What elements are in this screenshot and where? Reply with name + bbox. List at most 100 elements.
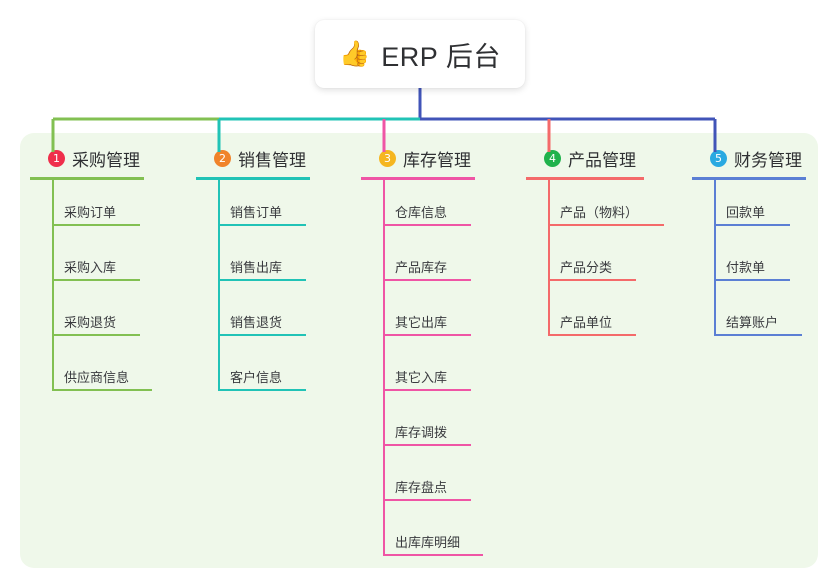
list-item[interactable]: 采购订单 <box>30 180 180 235</box>
list-item-label: 产品分类 <box>560 260 613 275</box>
list-item-label: 产品（物料） <box>560 205 639 220</box>
root-node[interactable]: 👍 ERP 后台 <box>315 20 525 88</box>
list-item-rule <box>383 499 471 501</box>
list-item-label: 出库库明细 <box>395 535 461 550</box>
list-item-rule <box>383 224 471 226</box>
column-items: 销售订单销售出库销售退货客户信息 <box>196 180 346 400</box>
list-item[interactable]: 产品库存 <box>361 235 511 290</box>
thumbs-up-icon: 👍 <box>339 39 371 68</box>
list-item-label: 其它入库 <box>395 370 448 385</box>
list-item-label: 客户信息 <box>230 370 283 385</box>
list-item-rule <box>548 334 636 336</box>
column-header-2[interactable]: 2 销售管理 <box>196 146 346 170</box>
list-item[interactable]: 出库库明细 <box>361 510 511 565</box>
list-item[interactable]: 库存调拨 <box>361 400 511 455</box>
column-2: 2 销售管理销售订单销售出库销售退货客户信息 <box>196 146 346 400</box>
list-item[interactable]: 产品（物料） <box>526 180 686 235</box>
column-title: 销售管理 <box>238 150 306 170</box>
column-spine <box>52 180 54 391</box>
column-badge-icon: 1 <box>48 149 65 167</box>
list-item-label: 库存盘点 <box>395 480 448 495</box>
column-rule <box>692 177 806 180</box>
diagram-panel <box>20 133 818 568</box>
list-item-rule <box>383 444 471 446</box>
list-item[interactable]: 采购入库 <box>30 235 180 290</box>
list-item-label: 采购订单 <box>64 205 117 220</box>
list-item[interactable]: 客户信息 <box>196 345 346 400</box>
list-item[interactable]: 回款单 <box>692 180 839 235</box>
list-item-rule <box>52 224 140 226</box>
list-item[interactable]: 其它入库 <box>361 345 511 400</box>
list-item-rule <box>383 334 471 336</box>
list-item-label: 仓库信息 <box>395 205 448 220</box>
list-item-label: 回款单 <box>726 205 766 220</box>
column-header-1[interactable]: 1 采购管理 <box>30 146 180 170</box>
list-item-rule <box>714 334 802 336</box>
column-4: 4 产品管理产品（物料） 产品分类产品单位 <box>526 146 686 345</box>
list-item-rule <box>714 279 790 281</box>
list-item-label: 结算账户 <box>726 315 779 330</box>
list-item[interactable]: 库存盘点 <box>361 455 511 510</box>
column-title: 产品管理 <box>568 150 636 170</box>
list-item-label: 付款单 <box>726 260 766 275</box>
list-item-label: 销售订单 <box>230 205 283 220</box>
list-item-rule <box>218 334 306 336</box>
column-items: 产品（物料） 产品分类产品单位 <box>526 180 686 345</box>
list-item[interactable]: 结算账户 <box>692 290 839 345</box>
list-item[interactable]: 付款单 <box>692 235 839 290</box>
list-item-label: 其它出库 <box>395 315 448 330</box>
list-item[interactable]: 采购退货 <box>30 290 180 345</box>
list-item-label: 销售退货 <box>230 315 283 330</box>
list-item-label: 采购退货 <box>64 315 117 330</box>
column-title: 财务管理 <box>734 150 802 170</box>
list-item[interactable]: 销售退货 <box>196 290 346 345</box>
column-rule <box>196 177 310 180</box>
column-items: 仓库信息产品库存其它出库其它入库库存调拨库存盘点出库库明细 <box>361 180 511 565</box>
column-spine <box>548 180 550 336</box>
list-item-label: 库存调拨 <box>395 425 448 440</box>
list-item-rule <box>714 224 790 226</box>
list-item-rule <box>52 389 152 391</box>
list-item-rule <box>383 389 471 391</box>
list-item[interactable]: 销售出库 <box>196 235 346 290</box>
list-item[interactable]: 销售订单 <box>196 180 346 235</box>
column-rule <box>30 177 144 180</box>
column-header-4[interactable]: 4 产品管理 <box>526 146 686 170</box>
list-item-label: 采购入库 <box>64 260 117 275</box>
list-item-rule <box>218 389 306 391</box>
column-items: 采购订单采购入库采购退货供应商信息 <box>30 180 180 400</box>
column-rule <box>526 177 644 180</box>
column-1: 1 采购管理采购订单采购入库采购退货供应商信息 <box>30 146 180 400</box>
list-item-label: 产品单位 <box>560 315 613 330</box>
column-spine <box>383 180 385 556</box>
root-node-label: ERP 后台 <box>381 41 501 72</box>
list-item-label: 产品库存 <box>395 260 448 275</box>
list-item-rule <box>218 279 306 281</box>
list-item[interactable]: 仓库信息 <box>361 180 511 235</box>
column-spine <box>714 180 716 336</box>
list-item[interactable]: 产品单位 <box>526 290 686 345</box>
column-items: 回款单付款单结算账户 <box>692 180 839 345</box>
list-item-rule <box>52 279 140 281</box>
column-spine <box>218 180 220 391</box>
list-item-rule <box>548 224 664 226</box>
column-badge-icon: 2 <box>214 149 231 167</box>
list-item-rule <box>383 554 483 556</box>
list-item-label: 供应商信息 <box>64 370 130 385</box>
column-badge-icon: 3 <box>379 149 396 167</box>
list-item[interactable]: 产品分类 <box>526 235 686 290</box>
column-rule <box>361 177 475 180</box>
list-item-rule <box>383 279 471 281</box>
list-item-label: 销售出库 <box>230 260 283 275</box>
column-badge-icon: 4 <box>544 149 561 167</box>
list-item-rule <box>52 334 140 336</box>
list-item[interactable]: 供应商信息 <box>30 345 180 400</box>
list-item[interactable]: 其它出库 <box>361 290 511 345</box>
column-title: 采购管理 <box>72 150 140 170</box>
list-item-rule <box>218 224 306 226</box>
